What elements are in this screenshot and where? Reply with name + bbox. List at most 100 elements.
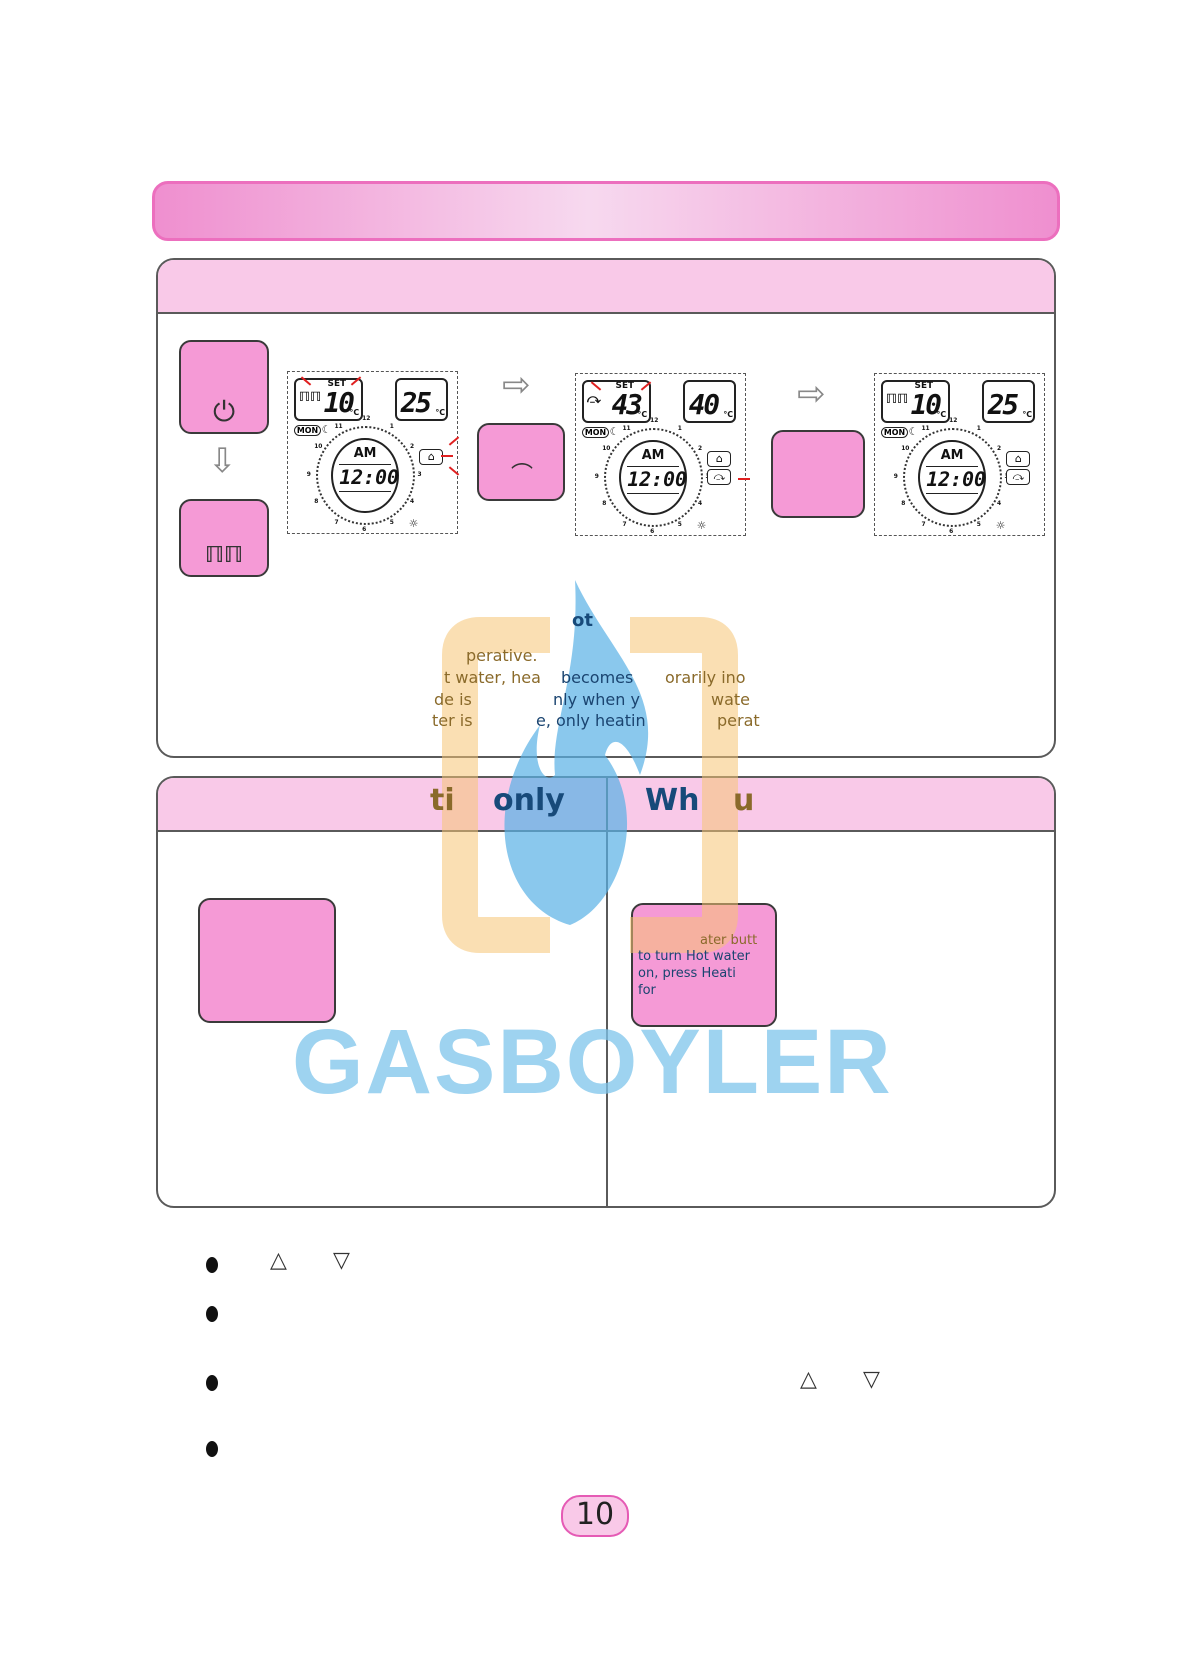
room-value: 25 (400, 385, 432, 419)
bullet (206, 1257, 218, 1273)
set-label: SET (327, 378, 347, 389)
watermark-text: ot (572, 610, 593, 631)
dial-tick: 9 (594, 473, 599, 480)
room-temp-box: 25°C (394, 377, 449, 422)
set-value: 10 (323, 385, 355, 419)
watermark-text: ater butt (700, 933, 758, 948)
mode-status-icon: ⌂ (1006, 451, 1031, 467)
dial-tick: 1 (389, 423, 394, 430)
mode-status-icon: ⌂ (707, 451, 732, 467)
blank-button[interactable] (771, 430, 865, 518)
dial-tick: 10 (901, 446, 910, 453)
right-arrow-icon: ⇨ (502, 365, 531, 405)
down-arrow-icon: ⇩ (208, 441, 237, 481)
dial-tick: 2 (997, 446, 1002, 453)
bullet (206, 1306, 218, 1322)
dial-tick: 5 (976, 521, 981, 528)
shower-icon: ⌒ (511, 463, 534, 488)
room-temp-box: 40°C (682, 379, 737, 424)
dial-tick: 7 (334, 519, 339, 526)
mode-icon: ℿℿ (885, 391, 909, 407)
dial-tick: 4 (698, 501, 703, 508)
mode-button[interactable] (198, 898, 336, 1023)
watermark-text: perative. (466, 646, 538, 665)
dial-tick: 12 (650, 418, 659, 425)
dial-tick: 6 (650, 529, 655, 536)
heating-button[interactable]: ℿℿ (179, 499, 269, 577)
unit-label: °C (936, 410, 947, 420)
day-label: MON (293, 425, 322, 437)
dial-tick: 4 (410, 499, 415, 506)
ampm-label: AM (940, 448, 964, 464)
sun-icon: ☼ (408, 517, 419, 531)
clock-dial (902, 428, 1002, 528)
watermark-text: orarily ino (665, 668, 746, 687)
hot-water-button[interactable]: ⌒ (477, 423, 565, 501)
dial-tick: 2 (698, 446, 703, 453)
dial-tick: 7 (921, 521, 926, 528)
dial-tick: 2 (410, 444, 415, 451)
moon-icon: ☾ (908, 425, 919, 439)
dial-tick: 5 (389, 519, 394, 526)
dial-tick: 4 (997, 501, 1002, 508)
down-triangle-icon: ▽ (863, 1367, 880, 1392)
watermark-text: on, press Heati (638, 966, 736, 981)
clock-dial (603, 428, 703, 528)
moon-icon: ☾ (321, 423, 332, 437)
day-label: MON (581, 427, 610, 439)
dial-tick: 11 (622, 425, 631, 432)
mode-status-icon: ⌂ (419, 449, 444, 465)
watermark-text: de is (434, 690, 472, 709)
up-triangle-icon: △ (800, 1367, 817, 1392)
sun-icon: ☼ (995, 519, 1006, 533)
dial-tick: 10 (314, 444, 323, 451)
ampm-label: AM (353, 446, 377, 462)
dial-tick: 6 (949, 529, 954, 536)
dial-tick: 10 (602, 446, 611, 453)
dial-tick: 5 (677, 521, 682, 528)
panel-divider (606, 778, 608, 1206)
unit-label: °C (1022, 410, 1033, 420)
dial-tick: 3 (417, 471, 422, 478)
dial-tick: 12 (362, 416, 371, 423)
lcd-display: ⤼SET43°C40°CMON☾AM12:00121234567891011☼⌂… (575, 373, 746, 536)
bullet (206, 1441, 218, 1457)
watermark-flame (504, 580, 649, 925)
dial-tick: 1 (976, 425, 981, 432)
right-arrow-icon: ⇨ (797, 374, 826, 414)
dial-tick: 11 (334, 423, 343, 430)
watermark-text: u (733, 783, 755, 818)
moon-icon: ☾ (609, 425, 620, 439)
unit-label: °C (349, 408, 360, 418)
watermark-text: ti (430, 783, 455, 818)
watermark-brand: GASBOYLER (292, 1011, 893, 1113)
watermark-text: for (638, 983, 656, 998)
bullet (206, 1375, 218, 1391)
flash-mark (738, 478, 750, 480)
watermark-text: to turn Hot water (638, 949, 751, 964)
watermark-text: wate (711, 690, 751, 709)
clock-time: 12:00 (339, 463, 399, 492)
ampm-label: AM (641, 448, 665, 464)
power-button[interactable]: ⏻ (179, 340, 269, 434)
mode-icon: ⤼ (586, 391, 601, 407)
watermark-text: Wh (645, 783, 700, 818)
clock-dial (315, 426, 415, 526)
sun-icon: ☼ (696, 519, 707, 533)
up-triangle-icon: △ (270, 1248, 287, 1273)
watermark-text: perat (717, 711, 760, 730)
power-icon: ⏻ (213, 395, 236, 428)
set-label: SET (914, 380, 934, 391)
dial-tick: 8 (602, 501, 607, 508)
clock-time: 12:00 (627, 465, 687, 494)
watermark-text: e, only heatin (536, 711, 646, 730)
radiator-icon: ℿℿ (205, 543, 243, 568)
set-label: SET (615, 380, 635, 391)
watermark-text: t water, hea (444, 668, 541, 687)
mode-status-icon: ⤼ (707, 468, 732, 485)
upper-panel-header (158, 260, 1054, 314)
